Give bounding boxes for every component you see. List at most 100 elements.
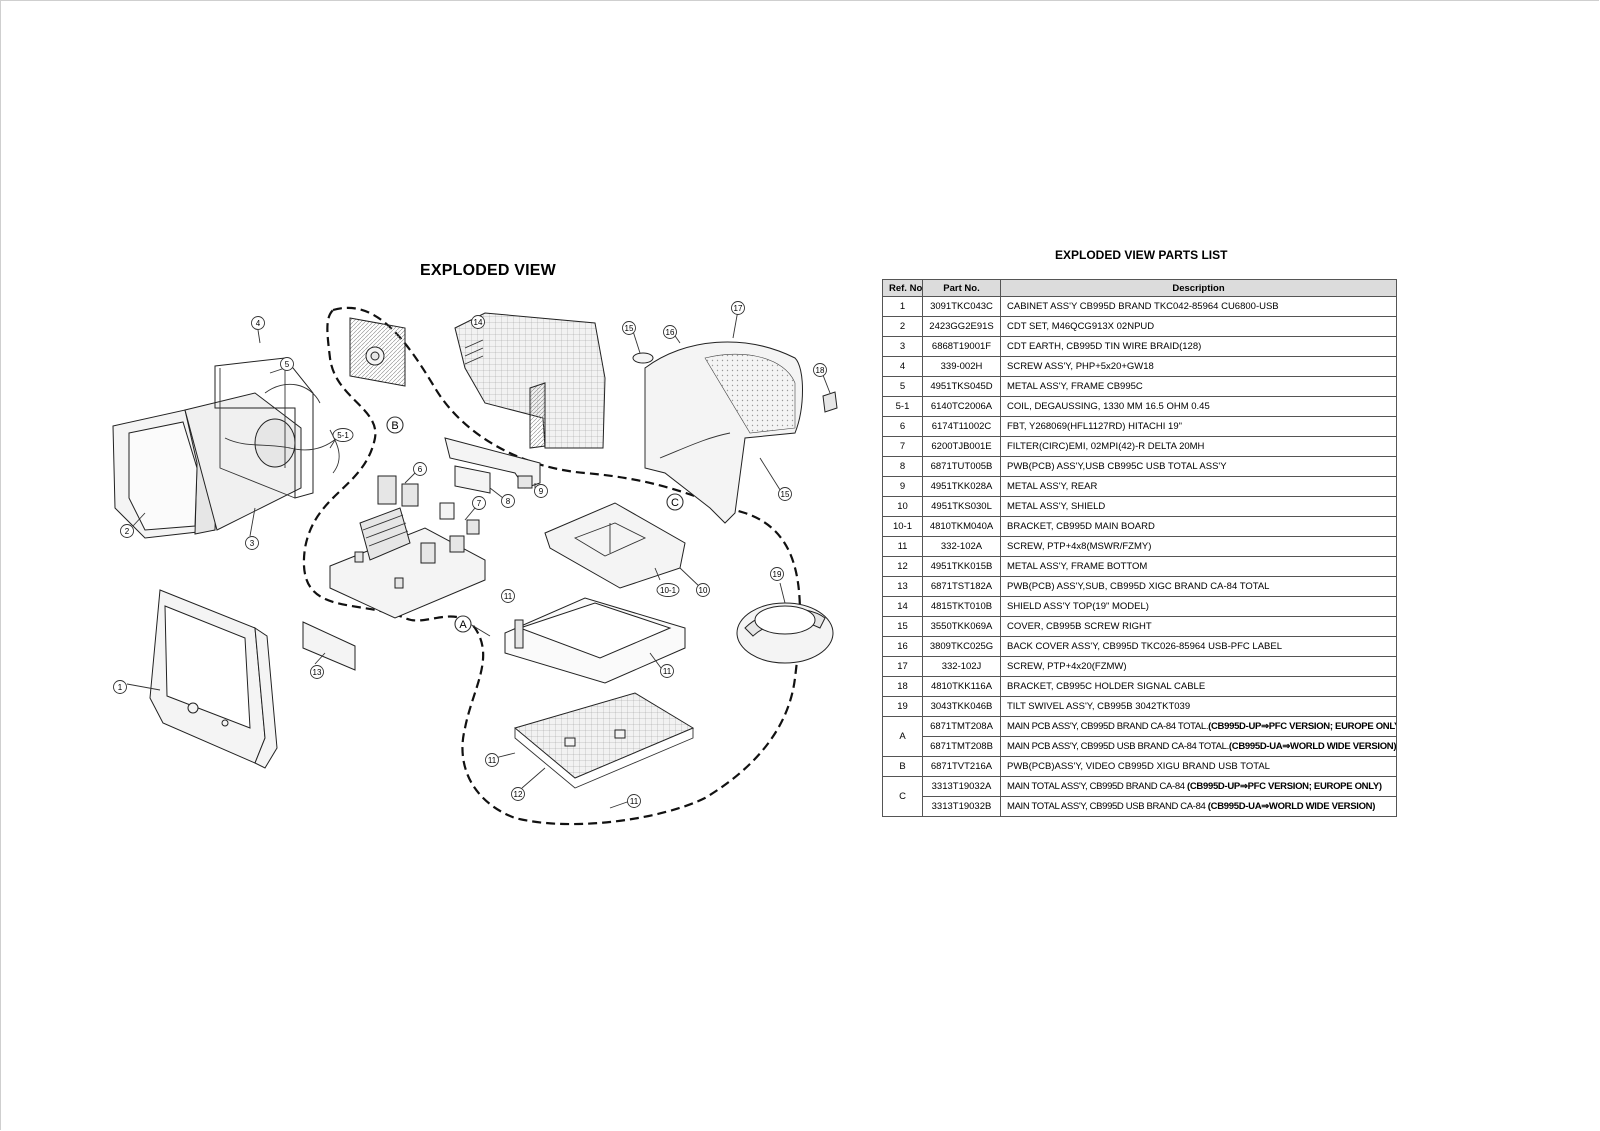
description-cell: FBT, Y268069(HFL1127RD) HITACHI 19": [1000, 416, 1397, 437]
callout-1: 1: [113, 680, 127, 694]
svg-text:1: 1: [118, 683, 123, 692]
parts-list-title: EXPLODED VIEW PARTS LIST: [1055, 248, 1228, 262]
part-cell: 2423GG2E91S: [922, 316, 1001, 337]
callout-3: 3: [245, 536, 259, 550]
description-cell: METAL ASS'Y, REAR: [1000, 476, 1397, 497]
callout-5: 5: [280, 357, 294, 371]
bottom-rails-illustration: [504, 597, 686, 684]
svg-text:14: 14: [474, 318, 483, 327]
svg-text:16: 16: [666, 328, 675, 337]
svg-text:5: 5: [285, 360, 290, 369]
part-cell: 6871TST182A: [922, 576, 1001, 597]
callout-9: 9: [534, 484, 548, 498]
callout-5-1: 5-1: [332, 428, 354, 442]
metal-shield-illustration: [544, 502, 686, 589]
table-row: 3313T19032B MAIN TOTAL ASS'Y, CB995D USB…: [883, 796, 1397, 817]
ref-cell: 8: [882, 456, 923, 477]
svg-text:11: 11: [663, 667, 672, 676]
part-cell: 4815TKT010B: [922, 596, 1001, 617]
table-row: C 3313T19032A MAIN TOTAL ASS'Y, CB995D B…: [882, 776, 1397, 817]
callout-12: 12: [511, 787, 525, 801]
part-cell: 3809TKC025G: [922, 636, 1001, 657]
description-cell: MAIN TOTAL ASS'Y, CB995D USB BRAND CA-84…: [1000, 796, 1397, 817]
description-cell: PWB(PCB) ASS'Y,SUB, CB995D XIGC BRAND CA…: [1000, 576, 1397, 597]
ref-cell: 14: [882, 596, 923, 617]
ref-cell: 3: [882, 336, 923, 357]
svg-text:5-1: 5-1: [337, 431, 349, 440]
ref-cell: 4: [882, 356, 923, 377]
description-cell: SHIELD ASS'Y TOP(19" MODEL): [1000, 596, 1397, 617]
callout-10: 10: [696, 583, 710, 597]
svg-text:17: 17: [734, 304, 743, 313]
callout-c: C: [666, 493, 684, 511]
description-cell: CABINET ASS'Y CB995D BRAND TKC042-85964 …: [1000, 296, 1397, 317]
description-cell: MAIN TOTAL ASS'Y, CB995D BRAND CA-84 (CB…: [1000, 776, 1397, 797]
exploded-view-title: EXPLODED VIEW: [420, 262, 556, 279]
table-row: B 6871TVT216A PWB(PCB)ASS'Y, VIDEO CB995…: [882, 756, 1397, 777]
header-description: Description: [1000, 279, 1397, 297]
header-part-no: Part No.: [922, 279, 1001, 297]
exploded-view-diagram: 4 5 5-1 2 3 1 13 6 7 8 9 14 15 16 17 18 …: [112, 301, 838, 826]
part-cell: 3091TKC043C: [922, 296, 1001, 317]
cdt-set-illustration: [112, 383, 321, 539]
tilt-swivel-illustration: [736, 602, 834, 664]
callout-4: 4: [251, 316, 265, 330]
part-cell: 4951TKS045D: [922, 376, 1001, 397]
part-cell: 6140TC2006A: [922, 396, 1001, 417]
svg-text:18: 18: [816, 366, 825, 375]
description-cell: FILTER(CIRC)EMI, 02MPI(42)-R DELTA 20MH: [1000, 436, 1397, 457]
ref-cell: 1: [882, 296, 923, 317]
description-cell: METAL ASS'Y, FRAME BOTTOM: [1000, 556, 1397, 577]
callout-17: 17: [731, 301, 745, 315]
part-cell: 339-002H: [922, 356, 1001, 377]
description-cell: COIL, DEGAUSSING, 1330 MM 16.5 OHM 0.45: [1000, 396, 1397, 417]
table-row: 6871TMT208B MAIN PCB ASS'Y, CB995D USB B…: [883, 736, 1397, 757]
table-header-row: Ref. No. Part No. Description: [882, 279, 1397, 297]
part-cell: 6871TMT208B: [922, 736, 1001, 757]
ref-cell: 5: [882, 376, 923, 397]
part-cell: 4951TKK015B: [922, 556, 1001, 577]
svg-text:11: 11: [504, 592, 513, 601]
ref-cell: 18: [882, 676, 923, 697]
description-cell: PWB(PCB) ASS'Y,USB CB995C USB TOTAL ASS'…: [1000, 456, 1397, 477]
part-cell: 6174T11002C: [922, 416, 1001, 437]
ref-cell: C: [882, 776, 923, 817]
svg-text:11: 11: [630, 797, 639, 806]
ref-cell: 6: [882, 416, 923, 437]
callout-14: 14: [471, 315, 485, 329]
ref-cell: 12: [882, 556, 923, 577]
ref-cell: 17: [882, 656, 923, 677]
svg-text:B: B: [391, 420, 398, 432]
description-cell: CDT EARTH, CB995D TIN WIRE BRAID(128): [1000, 336, 1397, 357]
header-ref-no: Ref. No.: [882, 279, 923, 297]
svg-text:6: 6: [418, 465, 423, 474]
video-board-illustration: [349, 317, 406, 387]
description-cell: CDT SET, M46QCG913X 02NPUD: [1000, 316, 1397, 337]
top-shield-illustration: [454, 312, 606, 449]
ref-cell: 9: [882, 476, 923, 497]
svg-text:10: 10: [699, 586, 708, 595]
screw-cover-illustration: [632, 352, 654, 364]
part-cell: 3043TKK046B: [922, 696, 1001, 717]
sub-pcb-illustration: [302, 621, 356, 671]
frame-bottom-illustration: [513, 692, 695, 789]
part-cell: 4810TKK116A: [922, 676, 1001, 697]
svg-text:15: 15: [625, 324, 634, 333]
callout-a: A: [454, 615, 472, 633]
part-cell: 4951TKS030L: [922, 496, 1001, 517]
part-cell: 332-102J: [922, 656, 1001, 677]
description-cell: SCREW, PTP+4x20(FZMW): [1000, 656, 1397, 677]
svg-text:4: 4: [256, 319, 261, 328]
